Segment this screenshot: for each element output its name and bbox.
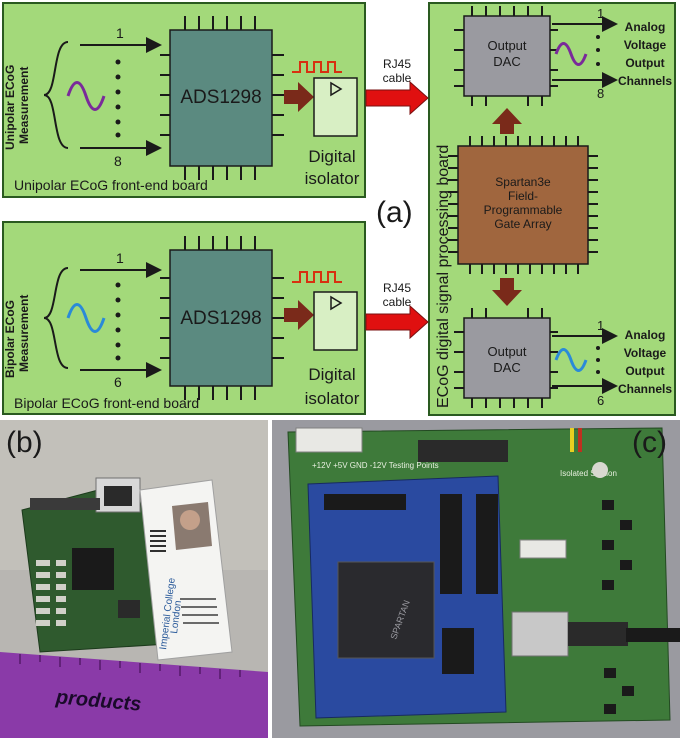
panel-a-label: (a) [376, 196, 413, 229]
bipolar-chip-isolator-arrow [284, 300, 314, 330]
fpga-pins [448, 136, 598, 274]
output-bottom-dots [596, 346, 600, 374]
bipolar-wave [66, 303, 106, 333]
dac-top-pins [454, 6, 558, 106]
dac-top-label-2: DAC [493, 54, 520, 69]
unipolar-chip-label: ADS1298 [180, 87, 261, 108]
cable-top-label-1: RJ45 [383, 57, 411, 71]
panel-b-id-card: Imperial College London [139, 479, 233, 661]
output-bottom-first: 1 [597, 318, 604, 333]
bipolar-board-name: Bipolar ECoG front-end board [14, 395, 199, 411]
bipolar-side-label-1: Bipolar ECoG [3, 300, 17, 378]
bipolar-chip-label: ADS1298 [180, 308, 261, 329]
output-top-last: 8 [597, 86, 604, 101]
fpga-label-2: Field- [508, 189, 538, 203]
unipolar-isolator-triangle-icon [330, 81, 343, 97]
cable-bottom-arrow [365, 304, 429, 340]
unipolar-ads1298-chip [169, 29, 273, 167]
output-top-line-1: Analog [625, 20, 666, 34]
panel-c-fpga-chip [337, 561, 435, 659]
panel-b-pcb [21, 477, 169, 653]
bipolar-channel-first: 1 [116, 250, 124, 266]
panel-a: Unipolar ECoG Measurement 1 8 ADS1298 Di… [2, 2, 676, 416]
unipolar-board-name: Unipolar ECoG front-end board [14, 177, 208, 193]
dac-bottom [463, 317, 551, 399]
unipolar-dots [115, 59, 121, 138]
bipolar-chip-pins [160, 236, 284, 400]
bipolar-ads1298-chip [169, 249, 273, 387]
dac-top-label-1: Output [487, 38, 526, 53]
output-bottom-last: 6 [597, 393, 604, 408]
unipolar-brace [43, 41, 69, 149]
output-top-line-2: Voltage [624, 38, 667, 52]
bipolar-isolator-label-2: isolator [305, 389, 360, 408]
unipolar-side-label-1: Unipolar ECoG [3, 65, 17, 150]
panel-b-ruler: products [0, 652, 268, 738]
dsp-board-label: ECoG digital signal processing board [435, 145, 452, 408]
unipolar-isolator-label-2: isolator [305, 169, 360, 188]
cable-bottom-label-2: cable [383, 295, 412, 309]
bipolar-channel-last: 6 [114, 374, 122, 390]
output-bottom-line-3: Output [625, 364, 664, 378]
dac-top [463, 15, 551, 97]
fpga-to-dac-top-arrow [492, 108, 522, 134]
unipolar-isolator-label-1: Digital [308, 147, 355, 166]
unipolar-wave [66, 81, 106, 111]
output-top-line-3: Output [625, 56, 664, 70]
cable-bottom-label-1: RJ45 [383, 281, 411, 295]
panel-c-right-components [602, 500, 634, 714]
output-top-wave [554, 42, 588, 66]
unipolar-channel-last: 8 [114, 153, 122, 169]
output-top-dots [596, 35, 600, 66]
panel-c-usb-plug [511, 611, 569, 657]
cable-top-arrow [365, 80, 429, 116]
bipolar-digital-isolator [313, 291, 358, 351]
fpga-label-4: Gate Array [494, 217, 551, 231]
output-bottom-wave [554, 348, 588, 372]
panel-b-label: (b) [6, 426, 43, 459]
bipolar-side-label-2: Measurement [17, 295, 31, 372]
bipolar-brace [43, 267, 69, 369]
unipolar-side-label-2: Measurement [17, 67, 31, 144]
panel-c-photo: +12V +5V GND -12V Testing Points Isolate… [272, 420, 680, 738]
output-bottom-line-2: Voltage [624, 346, 667, 360]
fpga-label-1: Spartan3e [495, 175, 551, 189]
panel-b-card-text-2: London [169, 600, 184, 634]
dac-bottom-label-1: Output [487, 344, 526, 359]
panel-c-silk-top: +12V +5V GND -12V Testing Points [312, 461, 439, 470]
unipolar-clock-signal [292, 61, 342, 73]
bipolar-clock-signal [292, 271, 342, 283]
panel-c-silk-isolated: Isolated Section [560, 469, 617, 478]
output-bottom-line-1: Analog [625, 328, 666, 342]
panel-c-label: (c) [632, 426, 667, 459]
dac-bottom-pins [454, 308, 558, 408]
output-bottom-line-4: Channels [618, 382, 672, 396]
unipolar-chip-pins [160, 16, 284, 180]
output-top-first: 1 [597, 6, 604, 21]
unipolar-chip-isolator-arrow [284, 82, 314, 112]
cable-top-label-2: cable [383, 71, 412, 85]
output-top-line-4: Channels [618, 74, 672, 88]
bipolar-isolator-triangle-icon [330, 295, 343, 311]
fpga-label-3: Programmable [484, 203, 563, 217]
unipolar-digital-isolator [313, 77, 358, 137]
fpga-chip [457, 145, 589, 265]
unipolar-channel-first: 1 [116, 25, 124, 41]
bipolar-isolator-label-1: Digital [308, 365, 355, 384]
panel-b-photo: Imperial College London products (b) [0, 420, 268, 738]
fpga-to-dac-bottom-arrow [492, 278, 522, 306]
bipolar-dots [115, 282, 121, 361]
dac-bottom-label-2: DAC [493, 360, 520, 375]
